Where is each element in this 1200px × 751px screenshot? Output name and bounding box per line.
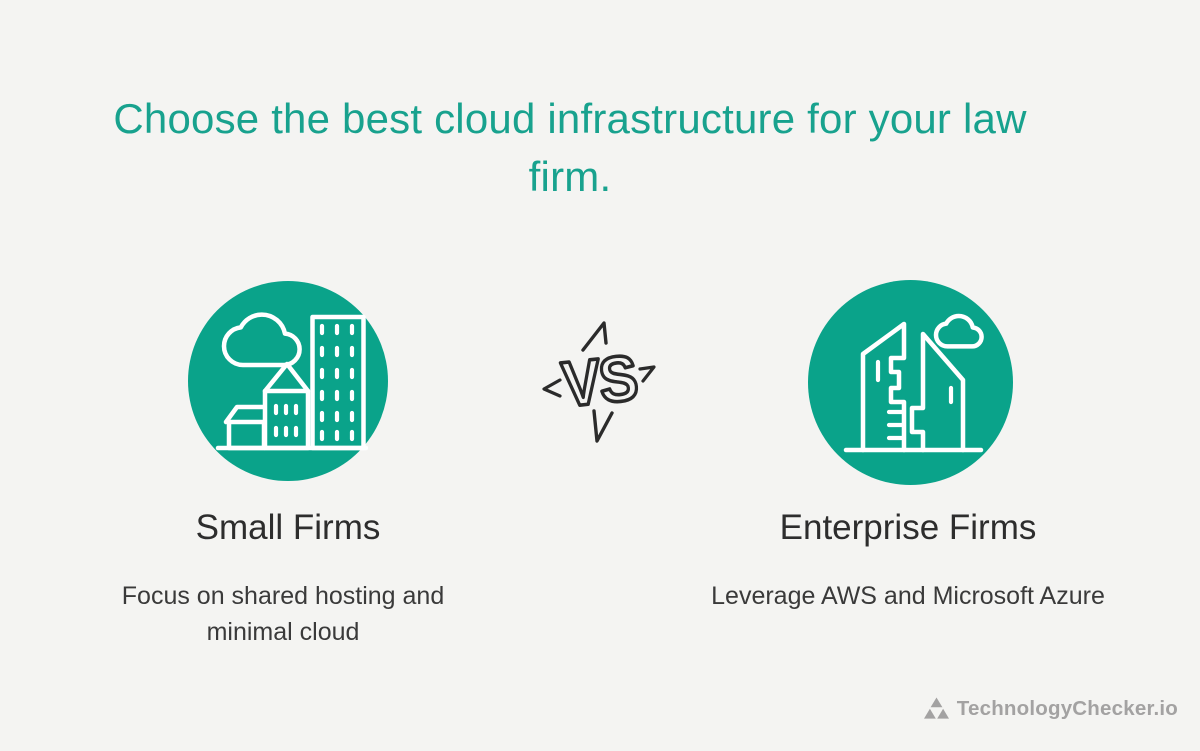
- left-tower-ledges: [886, 409, 906, 440]
- left-tower: [860, 321, 906, 452]
- brand-name: TechnologyChecker.io: [956, 697, 1178, 720]
- city-buildings-icon: [215, 312, 368, 451]
- page-title: Choose the best cloud infrastructure for…: [113, 95, 1027, 200]
- cloud-icon: [221, 312, 302, 368]
- triangle-triforce-logo-icon: [923, 697, 949, 719]
- mid-building-roof: [262, 361, 311, 394]
- enterprise-firms-title: Enterprise Firms: [779, 508, 1037, 547]
- enterprise-firms-circle: [808, 280, 1013, 485]
- small-firms-description: Focus on shared hosting and minimal clou…: [121, 582, 445, 646]
- cloud-icon: [933, 313, 984, 349]
- lightning-bottom-icon: [592, 409, 614, 443]
- brand-logo: TechnologyChecker.io: [923, 697, 1178, 721]
- tall-building-windows: [319, 323, 355, 442]
- chevron-right-icon: [638, 365, 656, 383]
- small-firms-circle: [188, 281, 388, 481]
- mid-building-windows: [273, 403, 299, 438]
- mid-building: [262, 388, 311, 451]
- right-tower: [909, 331, 965, 452]
- lightning-top-icon: [581, 321, 608, 352]
- small-house-roof: [223, 404, 267, 425]
- enterprise-firms-description: Leverage AWS and Microsoft Azure: [711, 582, 1105, 610]
- small-house: [226, 419, 267, 451]
- versus-label: VS: [559, 341, 640, 420]
- versus-badge: VS: [542, 314, 658, 446]
- tall-building: [310, 314, 366, 451]
- modern-skyscrapers-icon: [843, 313, 984, 452]
- chevron-left-icon: [542, 378, 562, 398]
- small-firms-title: Small Firms: [195, 508, 381, 547]
